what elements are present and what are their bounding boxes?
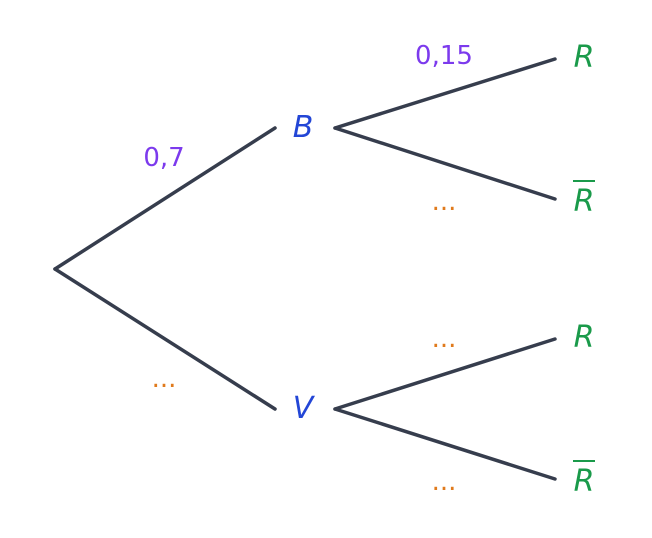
prob-b-to-r: 0,15 [415,41,473,71]
branch-b-to-rbar [333,126,557,201]
prob-root-to-v: ... [152,364,177,394]
node-v-rbar-label: R [574,464,595,499]
prob-v-to-rbar: ... [432,467,457,497]
branch-b-to-r [333,57,557,130]
prob-v-to-r: ... [432,324,457,354]
branch-root-to-v [53,267,277,411]
prob-root-to-b: 0,7 [143,143,184,173]
node-v-r-label: R [574,320,595,355]
branch-v-to-r [333,337,557,411]
node-v-label: V [293,391,316,426]
branch-v-to-rbar [333,407,557,481]
node-b-label: B [293,110,314,145]
node-b-rbar-label: R [574,184,595,219]
node-b-r-label: R [574,40,595,75]
branch-root-to-b [53,126,277,271]
prob-b-to-rbar: ... [432,187,457,217]
